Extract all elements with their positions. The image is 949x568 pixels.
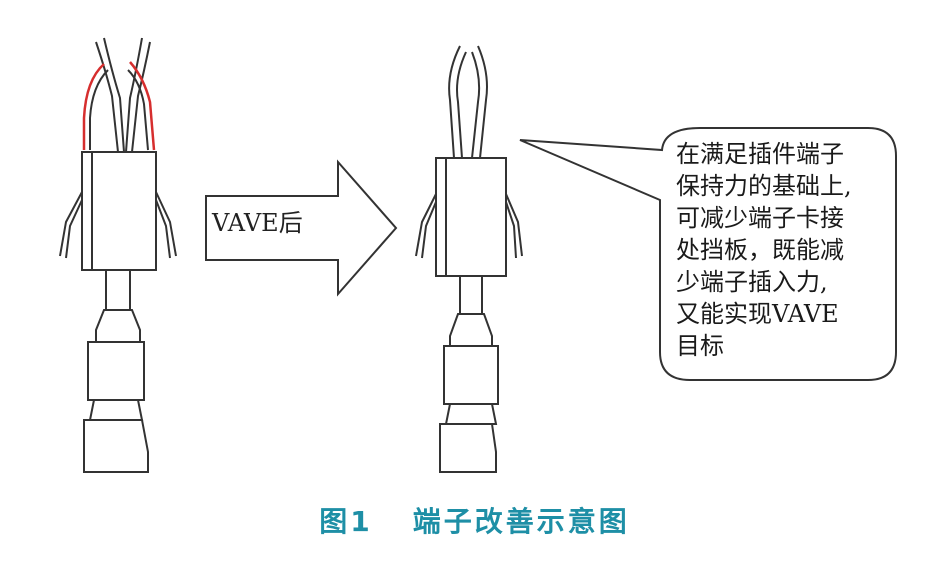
terminal-before-crimp-transition	[95, 309, 141, 343]
terminal-before-spring-right-inner	[125, 37, 143, 153]
terminal-before-arm-right	[127, 69, 149, 151]
terminal-after-crimp-transition	[449, 313, 493, 347]
terminal-after-spring-left-inner	[456, 51, 467, 159]
callout-line: 目标	[676, 332, 724, 360]
terminal-before-lance-left	[59, 191, 83, 257]
terminal-before-insulation-transition	[88, 399, 144, 421]
terminal-before-arm-left-highlight	[82, 63, 105, 150]
terminal-after-lance-left-inner	[421, 201, 437, 259]
callout-line: 处挡板，既能减	[676, 236, 844, 264]
terminal-before-box	[81, 151, 157, 271]
terminal-after-neck	[459, 275, 483, 315]
terminal-after-insulation-crimp	[439, 423, 497, 473]
figure-number: 图1	[319, 505, 373, 538]
callout-bubble	[519, 127, 897, 381]
terminal-after-spring-left	[448, 45, 461, 159]
terminal-before-conductor-crimp	[87, 341, 145, 401]
terminal-before-spring-right	[131, 41, 151, 153]
callout-line: 在满足插件端子	[676, 140, 844, 168]
terminal-after-lance-right-inner	[505, 201, 517, 259]
terminal-after-spring-right-inner	[471, 51, 481, 159]
terminal-after-conductor-crimp	[443, 345, 499, 405]
arrow-label: VAVE后	[212, 209, 303, 237]
terminal-before-neck	[105, 269, 131, 311]
terminal-before-arm-right-highlight	[129, 61, 156, 151]
transition-arrow	[205, 159, 398, 297]
callout-line: 少端子插入力,	[676, 268, 828, 296]
terminal-before	[59, 37, 177, 473]
callout-text: 在满足插件端子 保持力的基础上, 可减少端子卡接 处挡板，既能减 少端子插入力,…	[676, 138, 896, 362]
terminal-before-spring-left	[95, 41, 119, 153]
terminal-before-lance-right	[155, 191, 177, 257]
terminal-before-lance-right-inner	[155, 199, 171, 259]
terminal-before-lance-left-inner	[65, 199, 83, 259]
callout-line: 可减少端子卡接	[676, 204, 844, 232]
terminal-after-insulation-transition	[444, 403, 498, 425]
callout-line: 又能实现VAVE	[676, 300, 839, 328]
terminal-after-lance-right	[505, 193, 523, 257]
terminal-before-spring-left-inner	[103, 37, 125, 153]
callout-line: 保持力的基础上,	[676, 172, 852, 200]
terminal-after-lance-left	[415, 193, 437, 257]
terminal-after-spring-right	[477, 45, 488, 159]
terminal-before-insulation-crimp	[83, 419, 149, 473]
terminal-after	[415, 45, 523, 473]
figure-caption: 图1 端子改善示意图	[0, 500, 949, 540]
figure-title: 端子改善示意图	[412, 505, 630, 538]
terminal-before-arm-left	[89, 69, 109, 150]
